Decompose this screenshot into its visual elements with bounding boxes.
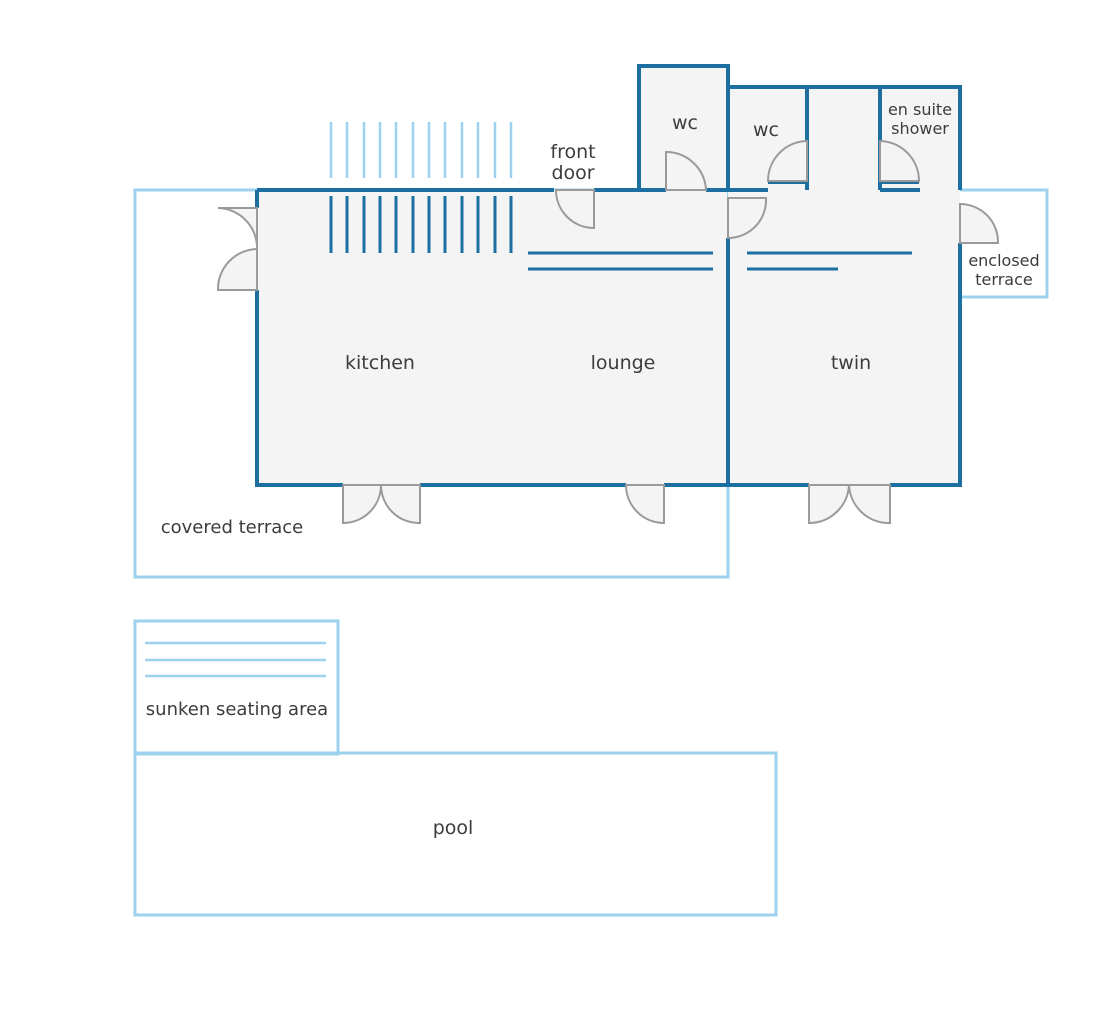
label-pool: pool — [433, 817, 474, 839]
twin-room-fill — [728, 190, 960, 485]
kitchen-west-door — [217, 207, 259, 250]
pool — [133, 751, 778, 917]
label-ensuite-line2: shower — [891, 119, 949, 138]
sunken-seating-area — [133, 619, 340, 756]
wall-outer — [255, 190, 962, 487]
wc-left-door — [665, 150, 708, 191]
lounge-south-door — [624, 484, 665, 525]
label-sunken-seating: sunken seating area — [146, 699, 328, 720]
enclosed-terrace-door — [959, 202, 1000, 244]
twin-south-door — [847, 484, 891, 525]
label-kitchen: kitchen — [345, 352, 415, 374]
kitchen-west-door — [216, 247, 258, 291]
upper-block-fill — [728, 87, 960, 190]
label-front-door-line1: front — [550, 141, 595, 163]
lounge-twin-door — [727, 197, 768, 240]
label-wc-left: wc — [672, 112, 698, 134]
label-ensuite-line1: en suite — [888, 100, 952, 119]
front-door — [554, 189, 595, 230]
label-front-door-line2: door — [551, 162, 594, 184]
kitchen-south-door — [379, 484, 421, 525]
label-covered-terrace: covered terrace — [161, 517, 303, 538]
label-lounge: lounge — [591, 352, 656, 374]
twin-south-door — [808, 484, 851, 525]
kitchen-south-door — [342, 484, 383, 525]
label-twin: twin — [831, 352, 871, 374]
indoor-stairs — [329, 196, 513, 253]
ensuite-door — [879, 139, 921, 182]
label-enclosed-line2: terrace — [975, 270, 1032, 289]
label-wc-right: wc — [753, 119, 779, 141]
doors — [216, 139, 1000, 525]
main-room-fill — [257, 190, 727, 485]
label-enclosed-line1: enclosed — [968, 251, 1039, 270]
wc-right-door — [766, 139, 808, 182]
outdoor-stairs — [329, 122, 513, 178]
